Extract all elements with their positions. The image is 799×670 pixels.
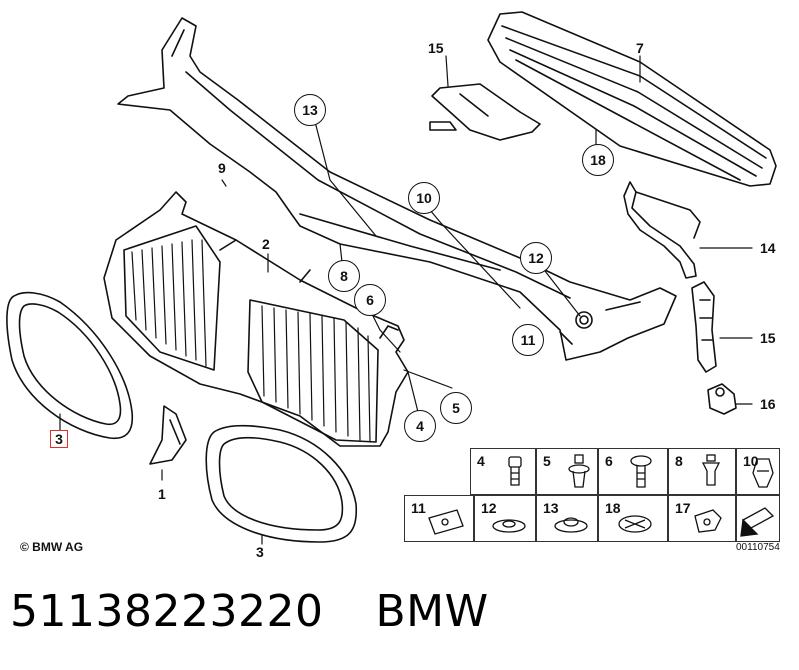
bracket-clip-icon [428, 509, 464, 535]
parts-drawing [6, 11, 777, 545]
small-parts-legend: 4 5 6 8 10 11 12 [404, 448, 780, 542]
callout-5: 5 [440, 392, 472, 424]
callout-4: 4 [404, 410, 436, 442]
callout-11: 11 [512, 324, 544, 356]
direction-arrow-icon [740, 507, 775, 537]
legend-number: 4 [477, 453, 485, 469]
part-number: 51138223220 [10, 586, 324, 637]
legend-cell: 12 [474, 495, 536, 542]
legend-number: 6 [605, 453, 613, 469]
legend-cell: 4 [470, 448, 536, 495]
callout-2: 2 [262, 236, 270, 252]
callout-15-top: 15 [428, 40, 444, 56]
legend-cell: 17 [668, 495, 736, 542]
hose-bracket-14 [623, 181, 701, 279]
screw-icon [508, 456, 522, 486]
callout-12: 12 [520, 242, 552, 274]
callout-13: 13 [294, 94, 326, 126]
clip-16 [707, 383, 737, 415]
callout-9: 9 [218, 160, 226, 176]
legend-number: 13 [543, 500, 559, 516]
legend-number: 5 [543, 453, 551, 469]
callout-14: 14 [760, 240, 776, 256]
bolt-icon [630, 455, 652, 488]
legend-number: 11 [411, 500, 426, 516]
grille-frame-3-left [6, 291, 134, 440]
callout-1: 1 [158, 486, 166, 502]
legend-cell: 6 [598, 448, 668, 495]
legend-number: 12 [481, 500, 497, 516]
centre-piece-1 [149, 405, 187, 465]
callout-18: 18 [582, 144, 614, 176]
air-grille-7 [487, 11, 777, 187]
nut-icon [554, 517, 588, 533]
callout-6: 6 [354, 284, 386, 316]
callout-7: 7 [636, 40, 644, 56]
legend-cell: 13 [536, 495, 598, 542]
document-number: 00110754 [736, 542, 780, 553]
callout-8: 8 [328, 260, 360, 292]
footer-caption: 51138223220 BMW [10, 586, 489, 637]
hose-15 [691, 281, 717, 373]
callout-15-right: 15 [760, 330, 776, 346]
push-pin-icon [701, 454, 721, 486]
washer-icon [492, 519, 526, 533]
hose-clamp-icon [694, 509, 722, 533]
highlighted-callout-3: 3 [50, 430, 68, 448]
legend-number: 8 [675, 453, 683, 469]
plug-clip-icon [752, 458, 774, 488]
legend-cell: 10 [736, 448, 780, 495]
parts-diagram: 9 2 15 7 14 15 16 1 3 3 13 10 12 8 6 11 … [6, 11, 777, 560]
legend-cell: 18 [598, 495, 668, 542]
callout-3-bottom: 3 [256, 544, 264, 560]
copyright-text: © BMW AG [20, 540, 84, 554]
legend-cell: 8 [668, 448, 736, 495]
cowl-panel-9 [117, 17, 677, 361]
legend-number: 18 [605, 500, 621, 516]
duct-part-15-top [429, 83, 541, 141]
legend-cell [736, 495, 780, 542]
grille-frame-3-right [205, 424, 358, 543]
legend-cell: 5 [536, 448, 598, 495]
speed-nut-icon [618, 515, 652, 533]
legend-number: 17 [675, 500, 691, 516]
expansion-rivet-icon [568, 454, 590, 488]
callout-10: 10 [408, 182, 440, 214]
legend-cell: 11 [404, 495, 474, 542]
callout-16: 16 [760, 396, 776, 412]
grille-carrier-2 [103, 191, 409, 447]
brand-name: BMW [375, 586, 489, 637]
